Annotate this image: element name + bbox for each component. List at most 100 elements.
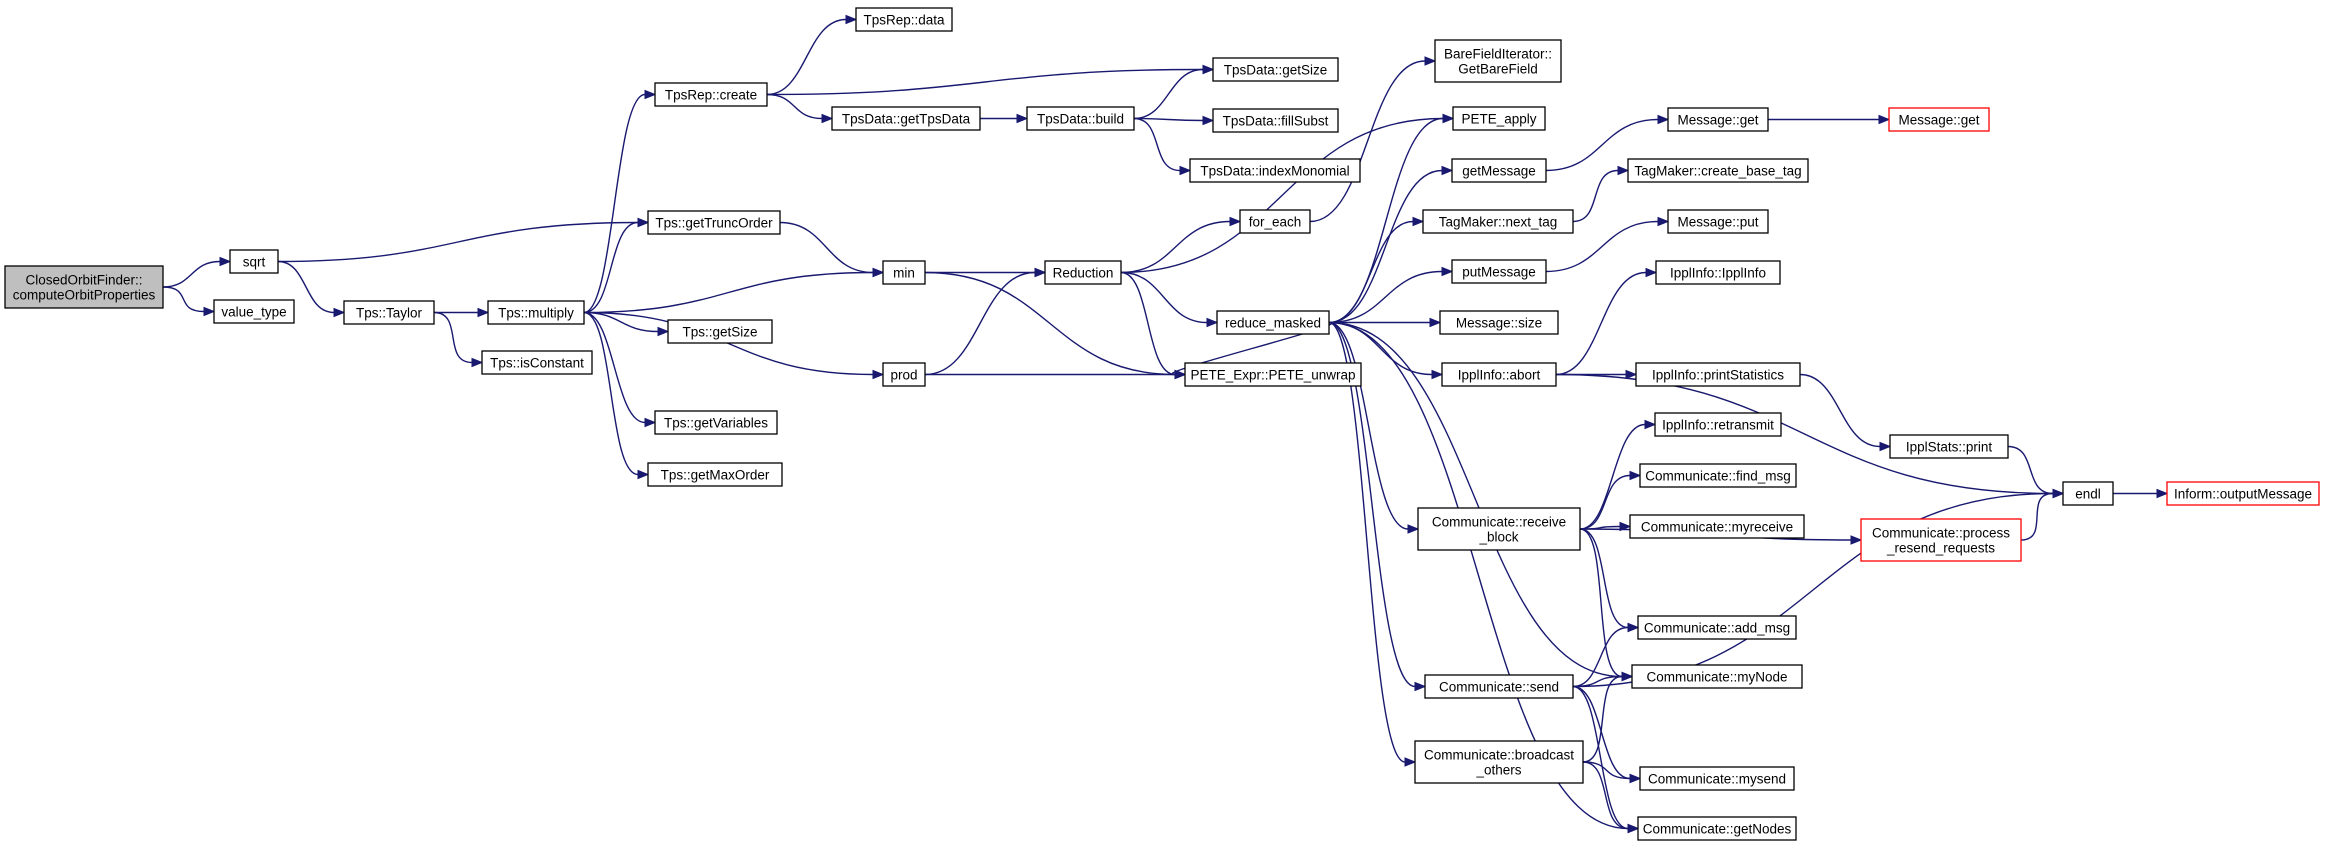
edge-arrowhead	[477, 307, 490, 318]
edge-arrowhead	[1034, 267, 1047, 278]
node-taylor[interactable]: Tps::Taylor	[343, 300, 435, 325]
node-box-dataBuild	[1026, 106, 1135, 131]
edge-arrowhead	[1202, 64, 1215, 75]
edge-line	[924, 271, 1036, 376]
node-getVariables[interactable]: Tps::getVariables	[654, 410, 778, 435]
node-messageSize[interactable]: Message::size	[1439, 310, 1559, 335]
node-label-getSize: Tps::getSize	[682, 325, 757, 340]
node-putMessage[interactable]: putMessage	[1451, 259, 1547, 284]
node-root[interactable]: ClosedOrbitFinder::computeOrbitPropertie…	[4, 265, 164, 309]
node-peteUnwrap[interactable]: PETE_Expr::PETE_unwrap	[1184, 362, 1362, 387]
node-ipplInfo[interactable]: IpplInfo::IpplInfo	[1655, 260, 1781, 285]
node-sqrt[interactable]: sqrt	[229, 249, 279, 274]
edge-line	[1120, 220, 1231, 274]
edge-line	[1328, 220, 1414, 324]
node-addMsg[interactable]: Communicate::add_msg	[1637, 615, 1797, 640]
node-broadcast[interactable]: Communicate::broadcast_others	[1414, 740, 1584, 784]
edge-line	[162, 260, 221, 288]
node-messageGet[interactable]: Message::get	[1667, 107, 1769, 132]
node-repCreate[interactable]: TpsRep::create	[654, 82, 768, 107]
node-prod[interactable]: prod	[882, 362, 926, 387]
node-box-value_type	[213, 299, 295, 324]
node-mysend[interactable]: Communicate::mysend	[1639, 766, 1795, 791]
node-box-myreceive	[1629, 514, 1805, 539]
edge-line	[766, 93, 823, 120]
node-fillSubst[interactable]: TpsData::fillSubst	[1212, 108, 1339, 133]
edge-arrowhead	[2156, 488, 2169, 499]
edge-multiply-to-getVariables	[583, 311, 657, 428]
node-label-createBaseTag: TagMaker::create_base_tag	[1634, 164, 1801, 179]
edge-line	[433, 311, 473, 364]
node-label-indexMonomial: TpsData::indexMonomial	[1200, 164, 1349, 179]
node-label-putMessage: putMessage	[1462, 265, 1536, 280]
node-forEach[interactable]: for_each	[1239, 209, 1311, 234]
node-indexMonomial[interactable]: TpsData::indexMonomial	[1189, 158, 1361, 183]
node-ipplAbort[interactable]: IpplInfo::abort	[1441, 362, 1557, 387]
node-getTpsData[interactable]: TpsData::getTpsData	[831, 106, 981, 131]
edge-dataBuild-to-dataGetSize	[1133, 64, 1215, 120]
node-myreceive[interactable]: Communicate::myreceive	[1629, 514, 1805, 539]
edge-repCreate-to-getTpsData	[766, 93, 834, 124]
node-statsPrint[interactable]: IpplStats::print	[1889, 434, 2009, 459]
node-findMsg[interactable]: Communicate::find_msg	[1639, 463, 1797, 488]
node-label-getNodes: Communicate::getNodes	[1643, 822, 1792, 837]
node-endl[interactable]: endl	[2062, 481, 2114, 506]
node-label-processResend: Communicate::process	[1872, 526, 2010, 541]
node-box-myNode	[1631, 664, 1803, 689]
node-label-messageGetRed: Message::get	[1898, 113, 1979, 128]
edge-arrowhead	[1206, 317, 1219, 328]
node-messageGetRed[interactable]: Message::get	[1888, 107, 1990, 132]
node-label-mysend: Communicate::mysend	[1648, 772, 1786, 787]
node-bareField[interactable]: BareFieldIterator::GetBareField	[1434, 39, 1562, 83]
node-getMaxOrder[interactable]: Tps::getMaxOrder	[647, 462, 783, 487]
edge-arrowhead	[1619, 521, 1632, 532]
node-reduceMasked[interactable]: reduce_masked	[1216, 310, 1330, 335]
node-min[interactable]: min	[882, 260, 926, 285]
node-send[interactable]: Communicate::send	[1424, 674, 1574, 699]
node-label-isConstant: Tps::isConstant	[490, 356, 584, 371]
node-label-root: computeOrbitProperties	[13, 288, 156, 303]
node-outputMessage[interactable]: Inform::outputMessage	[2166, 481, 2320, 506]
node-getNodes[interactable]: Communicate::getNodes	[1637, 816, 1797, 841]
node-nextTag[interactable]: TagMaker::next_tag	[1422, 209, 1574, 234]
node-box-getMaxOrder	[647, 462, 783, 487]
node-printStatistics[interactable]: IpplInfo::printStatistics	[1635, 362, 1801, 387]
edge-line	[1582, 675, 1623, 763]
node-processResend[interactable]: Communicate::process_resend_requests	[1860, 518, 2022, 562]
node-reduction[interactable]: Reduction	[1044, 260, 1122, 285]
edge-arrowhead	[637, 217, 650, 228]
node-label-receiveBlock: Communicate::receive	[1432, 515, 1566, 530]
edge-repCreate-to-repData	[766, 14, 858, 96]
node-retransmit[interactable]: IpplInfo::retransmit	[1654, 412, 1782, 437]
edge-reduceMasked-to-nextTag	[1328, 216, 1425, 324]
node-getSize[interactable]: Tps::getSize	[667, 319, 773, 344]
edge-line	[766, 68, 1204, 96]
node-label-getMaxOrder: Tps::getMaxOrder	[661, 468, 770, 483]
node-box-putMessage	[1451, 259, 1547, 284]
node-dataBuild[interactable]: TpsData::build	[1026, 106, 1135, 131]
edge-reduction-to-peteApply	[1120, 113, 1455, 274]
edge-arrowhead	[644, 89, 657, 100]
edge-arrowhead	[1625, 369, 1638, 380]
node-label-reduceMasked: reduce_masked	[1225, 316, 1321, 331]
node-repData[interactable]: TpsRep::data	[855, 7, 953, 32]
node-dataGetSize[interactable]: TpsData::getSize	[1212, 57, 1339, 82]
node-getTruncOrder[interactable]: Tps::getTruncOrder	[647, 210, 781, 235]
node-peteApply[interactable]: PETE_apply	[1452, 106, 1546, 131]
node-getMessage[interactable]: getMessage	[1451, 158, 1547, 183]
edge-line	[1328, 321, 1406, 763]
node-createBaseTag[interactable]: TagMaker::create_base_tag	[1627, 158, 1809, 183]
node-box-ipplAbort	[1441, 362, 1557, 387]
node-box-repData	[855, 7, 953, 32]
node-box-getNodes	[1637, 816, 1797, 841]
node-messagePut[interactable]: Message::put	[1667, 209, 1769, 234]
node-value_type[interactable]: value_type	[213, 299, 295, 324]
node-myNode[interactable]: Communicate::myNode	[1631, 664, 1803, 689]
node-box-taylor	[343, 300, 435, 325]
edge-nextTag-to-createBaseTag	[1572, 165, 1630, 223]
node-multiply[interactable]: Tps::multiply	[487, 300, 585, 325]
node-label-send: Communicate::send	[1439, 680, 1559, 695]
node-receiveBlock[interactable]: Communicate::receive_block	[1417, 507, 1581, 551]
node-isConstant[interactable]: Tps::isConstant	[481, 350, 593, 375]
edge-reduceMasked-to-getMessage	[1328, 165, 1454, 324]
